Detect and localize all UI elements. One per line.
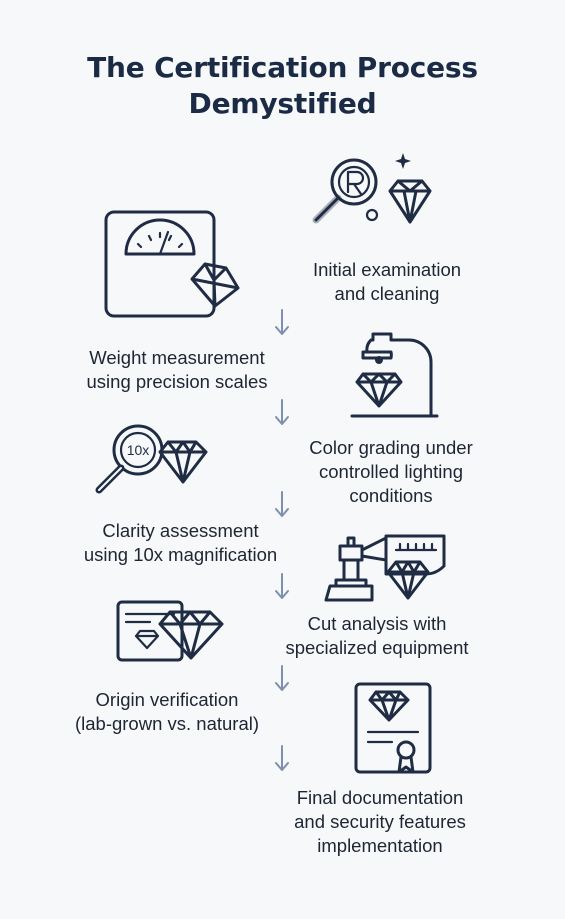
flow-arrow-1	[274, 308, 290, 338]
lamp-diamond-icon	[343, 330, 443, 422]
step-label-1: Initial examination and cleaning	[312, 259, 462, 304]
page-title: The Certification Process Demystified	[0, 50, 565, 122]
magnifier-diamond-icon	[306, 150, 446, 230]
microscope-icon	[322, 528, 452, 606]
flow-arrow-6	[274, 744, 290, 774]
loupe-magnification-label: 10x	[127, 442, 150, 458]
flow-arrow-5	[274, 664, 290, 694]
flow-arrow-3	[274, 490, 290, 520]
title-line-2: Demystified	[188, 87, 377, 120]
step-label-4: Clarity assessment using 10x magnificati…	[83, 520, 278, 565]
id-card-icon	[114, 598, 230, 664]
step-label-3: Color grading under controlled lighting …	[309, 437, 473, 506]
flow-arrow-4	[274, 572, 290, 602]
step-label-2: Weight measurement using precision scale…	[86, 347, 268, 392]
title-line-1: The Certification Process	[87, 51, 478, 84]
scale-icon	[102, 208, 247, 320]
certificate-icon	[352, 680, 434, 778]
step-label-5: Cut analysis with specialized equipment	[285, 613, 469, 658]
step-label-6: Origin verification (lab-grown vs. natur…	[74, 689, 260, 734]
loupe-icon: 10x	[90, 418, 215, 496]
flow-arrow-2	[274, 398, 290, 428]
step-label-7: Final documentation and security feature…	[294, 787, 466, 856]
